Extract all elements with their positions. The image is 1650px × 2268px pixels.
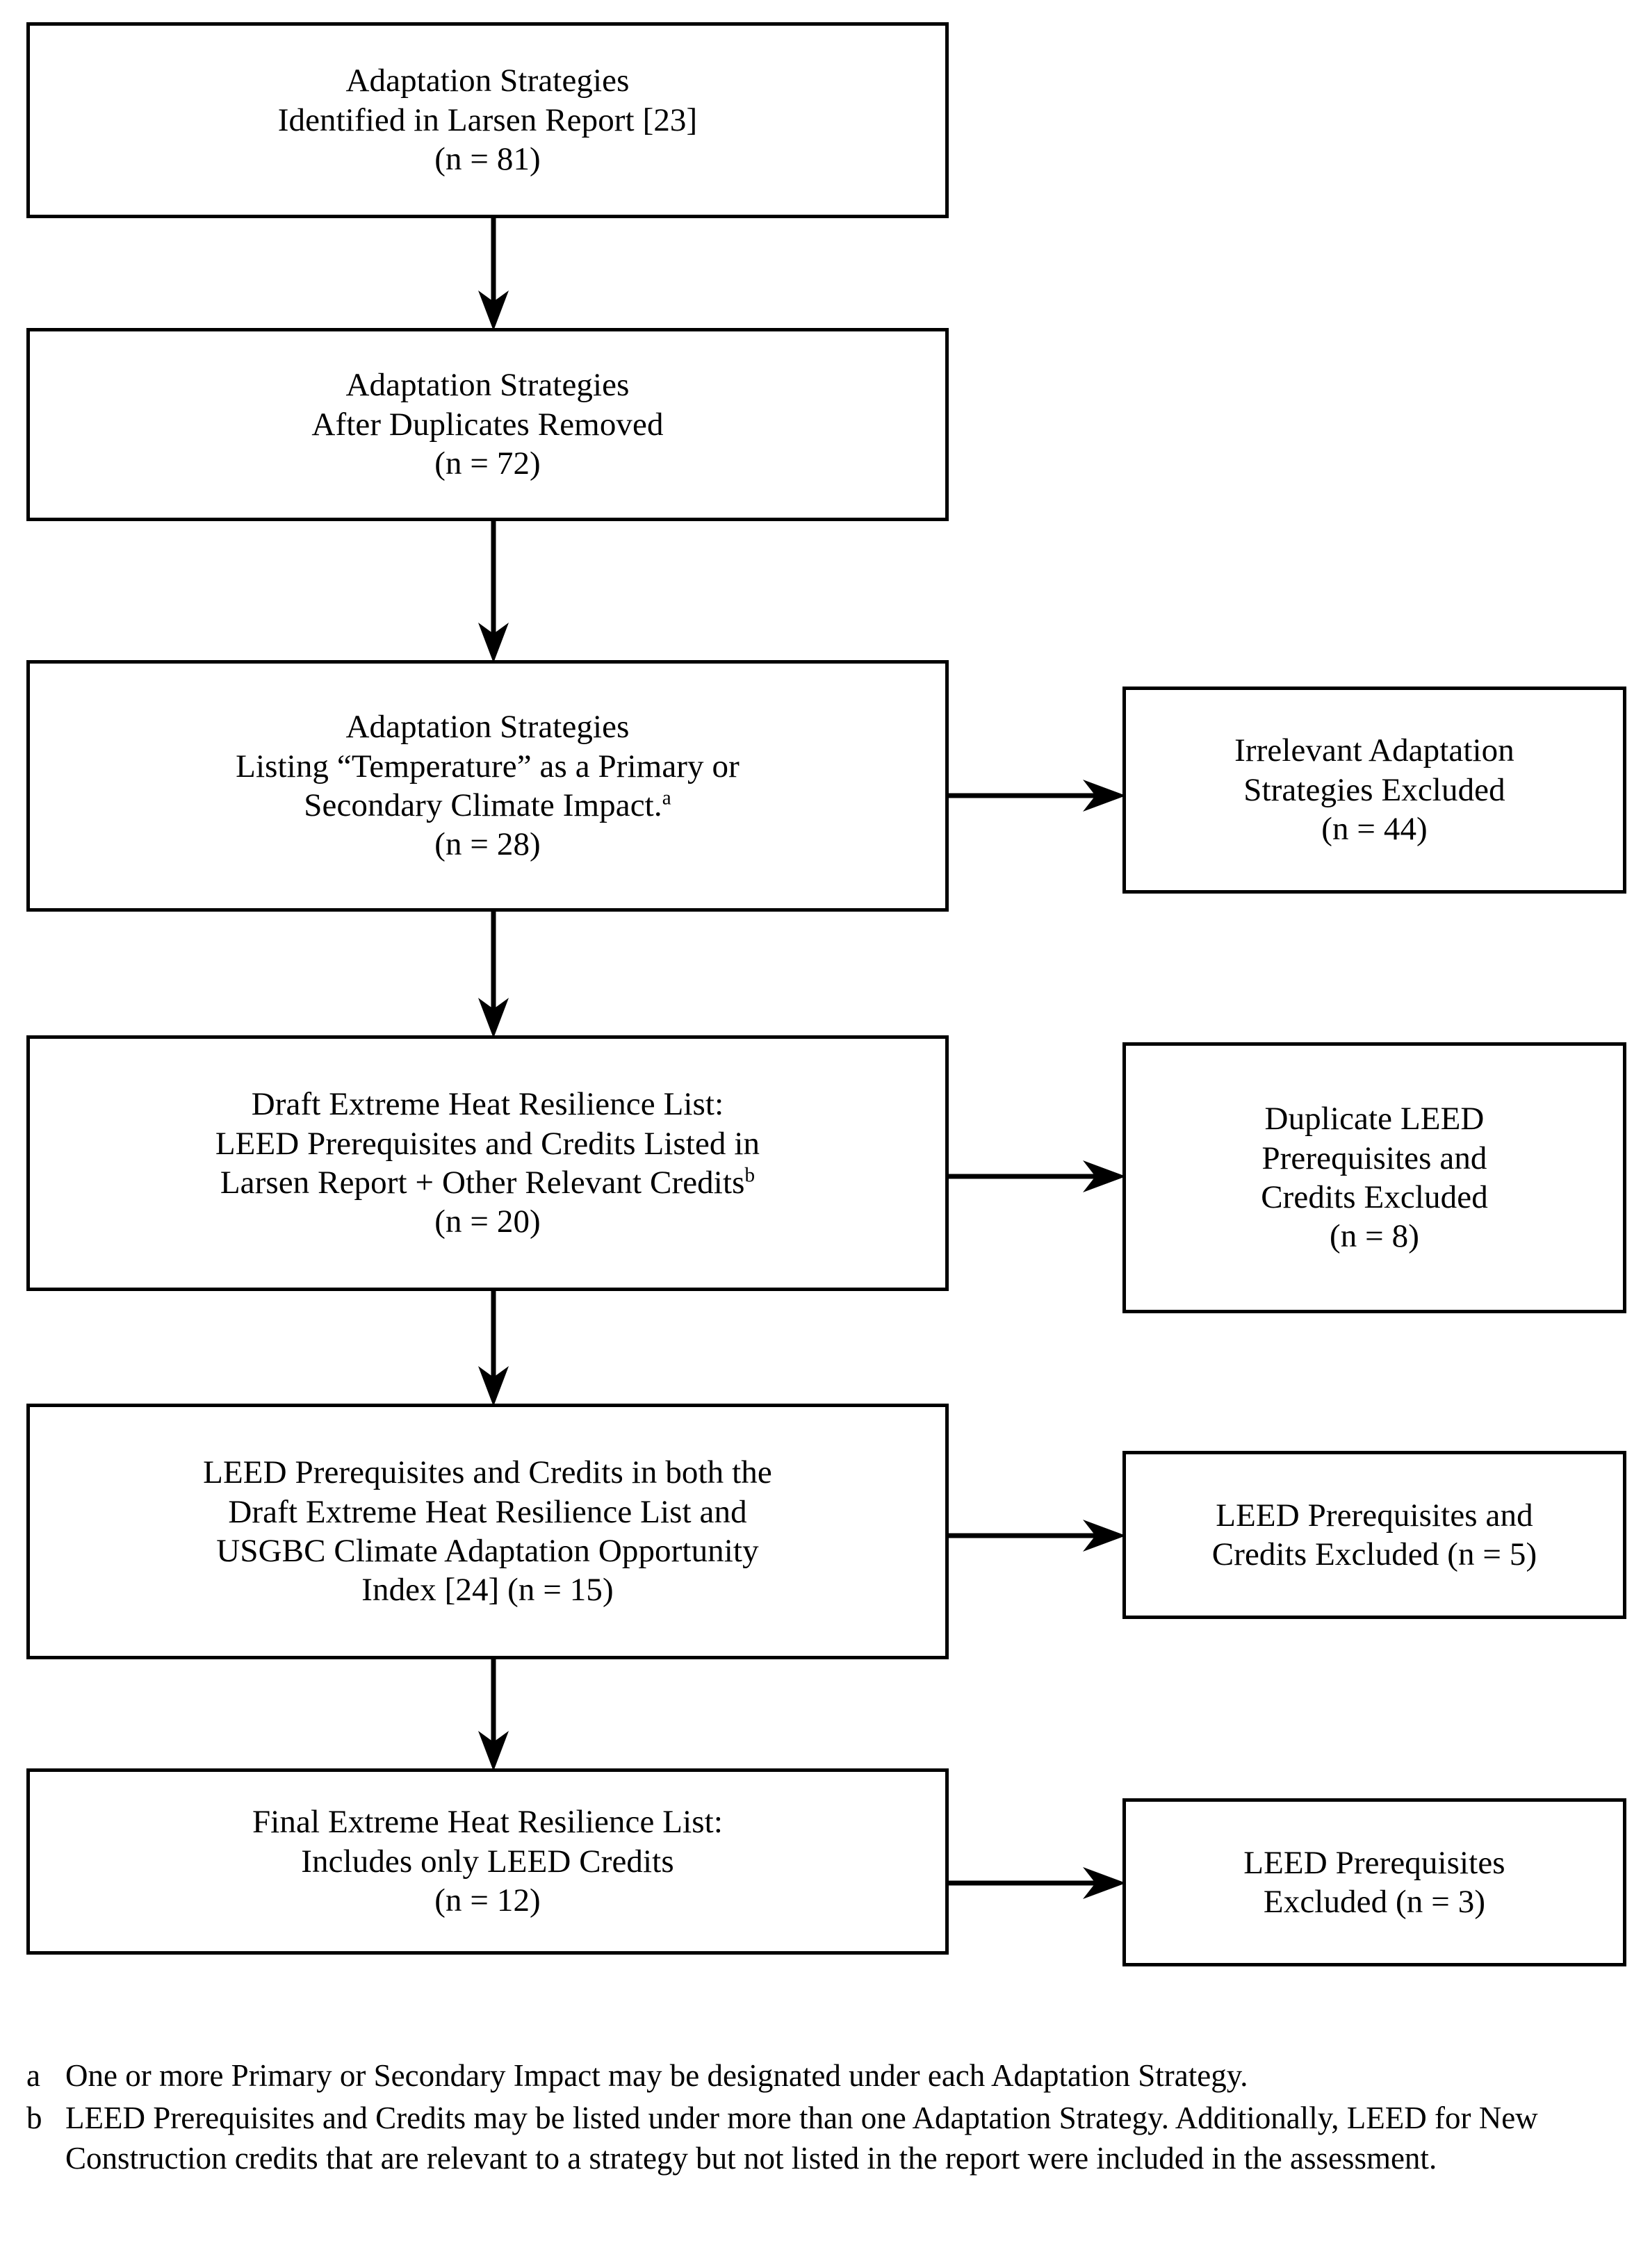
flow-node-box-4-count: (n = 20) [434, 1203, 541, 1240]
flow-node-box-3: Adaptation Strategies Listing “Temperatu… [26, 660, 949, 912]
footnote-a-text: One or more Primary or Secondary Impact … [65, 2058, 1248, 2093]
flow-node-box-4-text: Draft Extreme Heat Resilience List: LEED… [206, 1085, 769, 1242]
flow-node-box-3-line2: Listing “Temperature” as a Primary or [236, 748, 740, 784]
flow-node-box-1: Adaptation Strategies Identified in Lars… [26, 22, 949, 218]
exclusion-node-excl-2: Duplicate LEED Prerequisites and Credits… [1122, 1042, 1626, 1313]
flow-node-box-3-text: Adaptation Strategies Listing “Temperatu… [226, 707, 749, 864]
connector-box4-to-box5 [478, 1288, 509, 1406]
exclusion-node-excl-4-text: LEED Prerequisites Excluded (n = 3) [1243, 1844, 1505, 1920]
flow-node-box-2-text: Adaptation Strategies After Duplicates R… [311, 367, 664, 482]
footnote-b-text: LEED Prerequisites and Credits may be li… [65, 2100, 1538, 2176]
exclusion-node-excl-3-text: LEED Prerequisites and Credits Excluded … [1211, 1497, 1537, 1572]
footnote-a: a One or more Primary or Secondary Impac… [26, 2055, 1618, 2096]
exclusion-node-excl-1-text: Irrelevant Adaptation Strategies Exclude… [1234, 732, 1514, 848]
flow-node-box-6-text: Final Extreme Heat Resilience List: Incl… [252, 1804, 723, 1919]
footnote-b: b LEED Prerequisites and Credits may be … [26, 2098, 1618, 2179]
flow-node-box-3-line3: Secondary Climate Impact. [304, 787, 662, 823]
footnote-ref-a: a [662, 787, 671, 810]
flow-node-box-4-line2: LEED Prerequisites and Credits Listed in [215, 1125, 760, 1162]
flow-node-box-5: LEED Prerequisites and Credits in both t… [26, 1404, 949, 1659]
exclusion-node-excl-3: LEED Prerequisites and Credits Excluded … [1122, 1451, 1626, 1619]
connector-box6-to-excl-4 [945, 1867, 1126, 1899]
flow-node-box-6: Final Extreme Heat Resilience List: Incl… [26, 1768, 949, 1955]
flow-node-box-4: Draft Extreme Heat Resilience List: LEED… [26, 1035, 949, 1291]
footnote-a-marker: a [26, 2058, 40, 2093]
flow-node-box-4-line3: Larsen Report + Other Relevant Credits [220, 1165, 745, 1201]
connector-box4-to-excl-2 [945, 1160, 1126, 1192]
footnote-b-marker: b [26, 2100, 42, 2135]
flow-node-box-4-line1: Draft Extreme Heat Resilience List: [251, 1086, 724, 1123]
connector-box2-to-box3 [478, 518, 509, 663]
flow-node-box-2: Adaptation Strategies After Duplicates R… [26, 328, 949, 521]
flow-node-box-3-line1: Adaptation Strategies [345, 709, 630, 746]
connector-box5-to-excl-3 [945, 1520, 1126, 1552]
exclusion-node-excl-4: LEED Prerequisites Excluded (n = 3) [1122, 1798, 1626, 1966]
flow-node-box-1-text: Adaptation Strategies Identified in Lars… [277, 63, 698, 178]
connector-box3-to-box4 [478, 909, 509, 1038]
exclusion-node-excl-1: Irrelevant Adaptation Strategies Exclude… [1122, 687, 1626, 894]
connector-box5-to-box6 [478, 1657, 509, 1771]
exclusion-node-excl-2-text: Duplicate LEED Prerequisites and Credits… [1261, 1101, 1488, 1255]
connector-box3-to-excl-1 [945, 780, 1126, 812]
footnotes-block: a One or more Primary or Secondary Impac… [26, 2055, 1618, 2180]
connector-box1-to-box2 [478, 215, 509, 331]
flow-node-box-3-count: (n = 28) [434, 826, 541, 863]
footnote-ref-b: b [744, 1164, 755, 1187]
flow-node-box-5-text: LEED Prerequisites and Credits in both t… [203, 1454, 772, 1609]
